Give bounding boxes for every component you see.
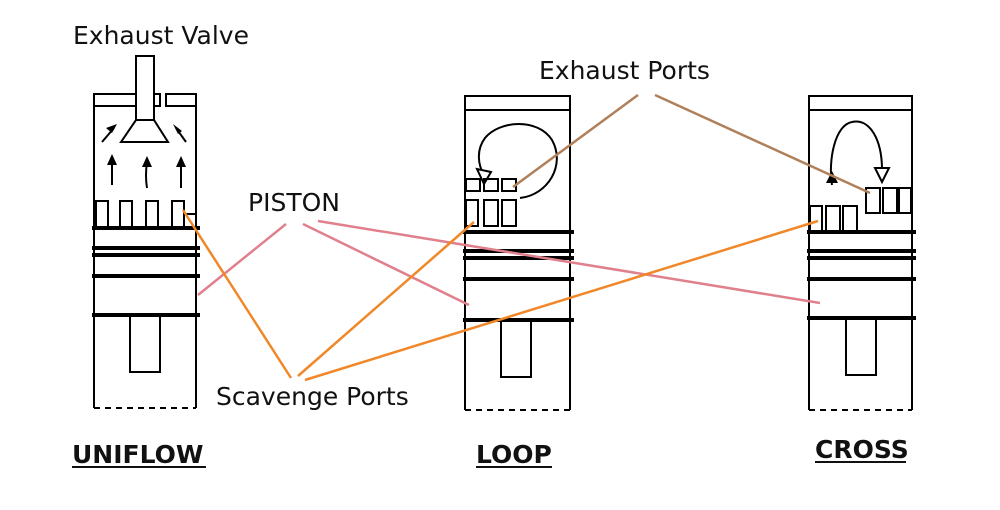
piston-label: PISTON bbox=[248, 188, 340, 217]
uniflow-scavenge-ports bbox=[95, 200, 196, 228]
cross-scavenge-ports bbox=[809, 205, 858, 232]
uniflow-title: UNIFLOW bbox=[72, 440, 206, 469]
loop-scavenge-ports bbox=[465, 199, 517, 227]
exhaust-ports-label: Exhaust Ports bbox=[539, 56, 710, 85]
cross-cylinder bbox=[807, 95, 916, 411]
cross-title: CROSS bbox=[815, 435, 909, 464]
uniflow-flow-arrows bbox=[101, 124, 187, 189]
scavenge-ports-label: Scavenge Ports bbox=[216, 382, 409, 411]
uniflow-piston bbox=[92, 226, 200, 373]
loop-title: LOOP bbox=[476, 440, 552, 469]
uniflow-title-text: UNIFLOW bbox=[72, 440, 203, 469]
exhaust-valve bbox=[119, 55, 170, 143]
cross-exhaust-ports bbox=[865, 187, 912, 214]
loop-cylinder-head bbox=[464, 95, 571, 111]
cross-title-text: CROSS bbox=[815, 435, 909, 464]
exhaust-valve-label: Exhaust Valve bbox=[73, 21, 249, 50]
uniflow-cylinder bbox=[92, 55, 200, 409]
loop-exhaust-ports bbox=[465, 178, 517, 192]
piston-leader-lines bbox=[197, 219, 821, 307]
loop-title-text: LOOP bbox=[476, 440, 552, 469]
cross-piston bbox=[807, 230, 916, 376]
loop-cylinder bbox=[463, 95, 574, 411]
scavenge-leader-lines bbox=[181, 209, 819, 382]
exhaust-port-leader-lines bbox=[512, 93, 871, 195]
loop-piston bbox=[463, 230, 574, 378]
cross-cylinder-head bbox=[808, 95, 913, 111]
cross-flow-arrow bbox=[826, 120, 891, 186]
